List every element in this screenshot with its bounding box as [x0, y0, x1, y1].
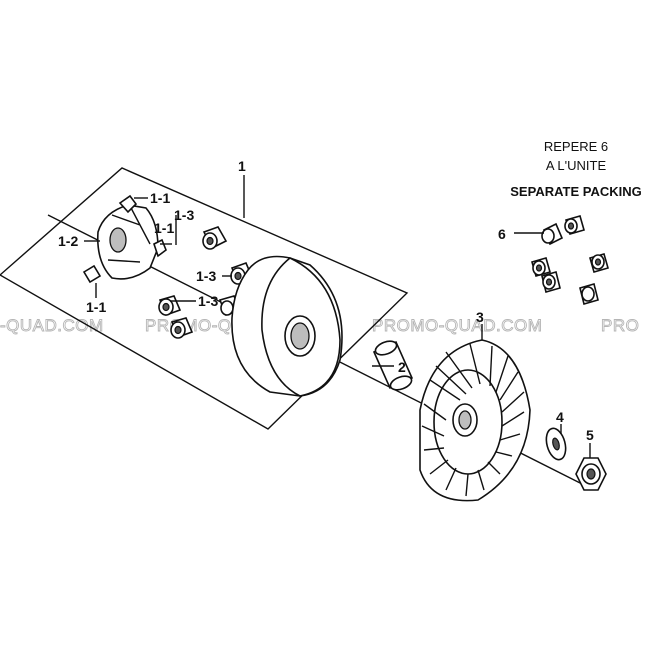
callout-1-1-bottom: 1-1 [86, 299, 106, 315]
drive-face-pulley [231, 255, 343, 397]
loose-roller-6 [579, 283, 599, 305]
callout-1-3-top: 1-3 [174, 207, 194, 223]
callout-1: 1 [238, 158, 246, 174]
watermark-text-1: -QUAD.COM [0, 316, 104, 335]
callout-labels: 1 1-1 1-3 1-1 1-2 1-3 1-1 1-3 2 3 4 5 6 [58, 158, 594, 443]
separate-rollers [531, 215, 609, 305]
callout-5: 5 [586, 427, 594, 443]
nut [575, 457, 607, 491]
callout-1-3-middle: 1-3 [196, 268, 216, 284]
note-repere: REPERE 6 [544, 139, 608, 154]
roller-4 [170, 317, 194, 339]
loose-roller-1 [541, 222, 564, 246]
sleeve [372, 340, 414, 391]
watermark-text-3: PROMO-QUAD.COM [372, 316, 542, 335]
callout-6: 6 [498, 226, 506, 242]
fan-drive-plate [419, 339, 531, 502]
leader-lines [84, 175, 591, 458]
slider-piece-1 [118, 194, 138, 214]
note-unite: A L'UNITE [546, 158, 607, 173]
callout-1-1-middle: 1-1 [154, 220, 174, 236]
callout-4: 4 [556, 409, 564, 425]
loose-roller-4 [541, 271, 561, 293]
callout-3: 3 [476, 309, 484, 325]
ramp-plate [96, 204, 159, 280]
separate-packing-note: REPERE 6 A L'UNITE SEPARATE PACKING [510, 139, 641, 199]
roller-3 [158, 295, 182, 317]
loose-roller-5 [589, 253, 609, 273]
note-separate-packing: SEPARATE PACKING [510, 184, 641, 199]
callout-1-2: 1-2 [58, 233, 78, 249]
loose-roller-2 [564, 215, 585, 235]
callout-1-3-bottom: 1-3 [198, 293, 218, 309]
callout-1-1-top: 1-1 [150, 190, 170, 206]
loose-roller-3 [531, 257, 551, 277]
washer [545, 427, 567, 461]
assembly-1-frame [0, 167, 409, 430]
slider-piece-3 [82, 264, 102, 284]
callout-2: 2 [398, 359, 406, 375]
roller-1 [202, 226, 228, 250]
watermark-text-4: PRO [601, 316, 639, 335]
